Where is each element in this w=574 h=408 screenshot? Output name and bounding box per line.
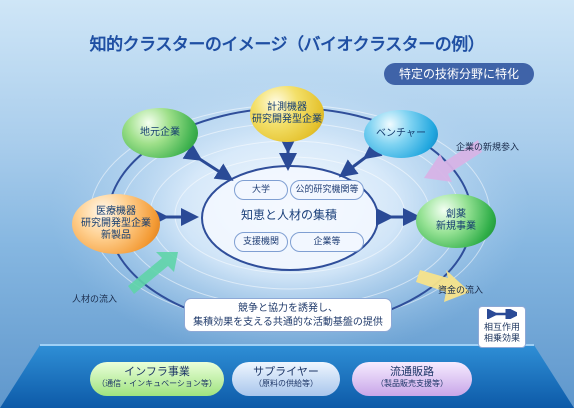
node-measurement: 計測機器研究開発型企業 bbox=[250, 86, 324, 142]
capital-arrow bbox=[416, 270, 470, 302]
interaction-arrows bbox=[151, 136, 421, 226]
university-pill: 大学 bbox=[234, 180, 288, 200]
public-lab-pill: 公的研究機関等 bbox=[290, 180, 364, 200]
knowledge-core-label: 知恵と人材の集積 bbox=[240, 208, 337, 222]
support-pill: 支援機関 bbox=[234, 232, 288, 252]
specialization-badge: 特定の技術分野に特化 bbox=[384, 63, 534, 85]
base-infrastructure: インフラ事業 （通信・インキュベーション等） bbox=[90, 362, 224, 396]
node-local-company: 地元企業 bbox=[122, 108, 198, 158]
new-entry-label: 企業の新規参入 bbox=[456, 143, 520, 153]
company-pill: 企業等 bbox=[290, 232, 364, 252]
competition-box: 競争と協力を誘発し、 集積効果を支える共通的な活動基盤の提供 bbox=[184, 298, 392, 332]
legend-arrow-icon bbox=[483, 306, 521, 322]
base-supplier: サプライヤー （原料の供給等） bbox=[232, 362, 340, 396]
page-title: 知的クラスターのイメージ（バイオクラスターの例） bbox=[89, 35, 485, 55]
legend-box: 相互作用 相乗効果 bbox=[478, 306, 526, 348]
base-distribution: 流通販路 （製品販売支援等） bbox=[352, 362, 472, 396]
node-venture: ベンチャー bbox=[364, 110, 438, 158]
node-drug-discovery: 創薬新規事業 bbox=[416, 194, 496, 248]
entry-arrow bbox=[424, 140, 482, 182]
talent-inflow-label: 人材の流入 bbox=[72, 295, 118, 305]
node-medical-device: 医療機器研究開発型企業新製品 bbox=[72, 194, 160, 254]
capital-inflow-label: 資金の流入 bbox=[438, 286, 484, 296]
talent-arrow bbox=[128, 252, 178, 294]
